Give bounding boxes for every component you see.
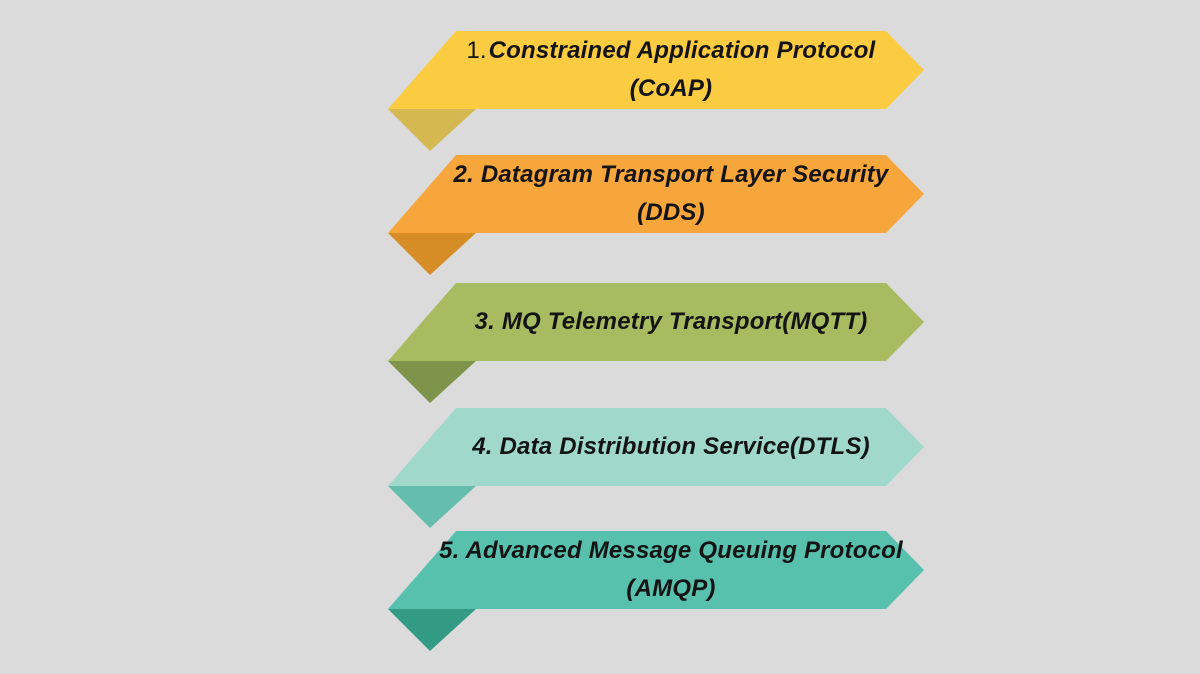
arrow-shape: [388, 283, 924, 361]
arrow-shape: [388, 31, 924, 109]
banner-title-line: 5. Advanced Message Queuing Protocol: [439, 537, 903, 564]
banner-title-line: 3. MQ Telemetry Transport(MQTT): [474, 308, 868, 335]
banner-title-line: 1.Constrained Application Protocol: [467, 32, 876, 70]
banner-subtitle-line: (DDS): [637, 199, 705, 226]
banner-label: 2. Datagram Transport Layer Security (DD…: [448, 155, 894, 233]
arrow-ribbon-shape: [388, 408, 924, 528]
arrow-shape: [388, 408, 924, 486]
arrow-shape: [388, 155, 924, 233]
banner-coap: 1.Constrained Application Protocol (CoAP…: [388, 31, 924, 151]
ribbon-fold: [388, 609, 476, 651]
banner-label: 4. Data Distribution Service(DTLS): [448, 408, 894, 486]
banner-label: 1.Constrained Application Protocol (CoAP…: [448, 31, 894, 109]
banner-title-line: 4. Data Distribution Service(DTLS): [472, 433, 870, 460]
ribbon-fold: [388, 361, 476, 403]
banner-mqtt: 3. MQ Telemetry Transport(MQTT): [388, 283, 924, 403]
ribbon-fold: [388, 486, 476, 528]
ribbon-fold: [388, 233, 476, 275]
banner-subtitle-line: (CoAP): [629, 75, 713, 102]
banner-number: 1.: [466, 37, 487, 64]
arrow-ribbon-shape: [388, 531, 924, 651]
ribbon-fold: [388, 109, 476, 151]
banner-label: 3. MQ Telemetry Transport(MQTT): [448, 283, 894, 361]
arrow-ribbon-shape: [388, 155, 924, 275]
arrow-shape: [388, 531, 924, 609]
banner-amqp: 5. Advanced Message Queuing Protocol (AM…: [388, 531, 924, 651]
banner-subtitle-line: (AMQP): [626, 575, 716, 602]
arrow-ribbon-shape: [388, 283, 924, 403]
banner-title-line: 2. Datagram Transport Layer Security: [453, 161, 889, 188]
banner-label: 5. Advanced Message Queuing Protocol (AM…: [439, 531, 903, 609]
arrow-ribbon-shape: [388, 31, 924, 151]
banner-dtls: 2. Datagram Transport Layer Security (DD…: [388, 155, 924, 275]
banner-dds: 4. Data Distribution Service(DTLS): [388, 408, 924, 528]
banner-title: Constrained Application Protocol: [488, 37, 876, 64]
